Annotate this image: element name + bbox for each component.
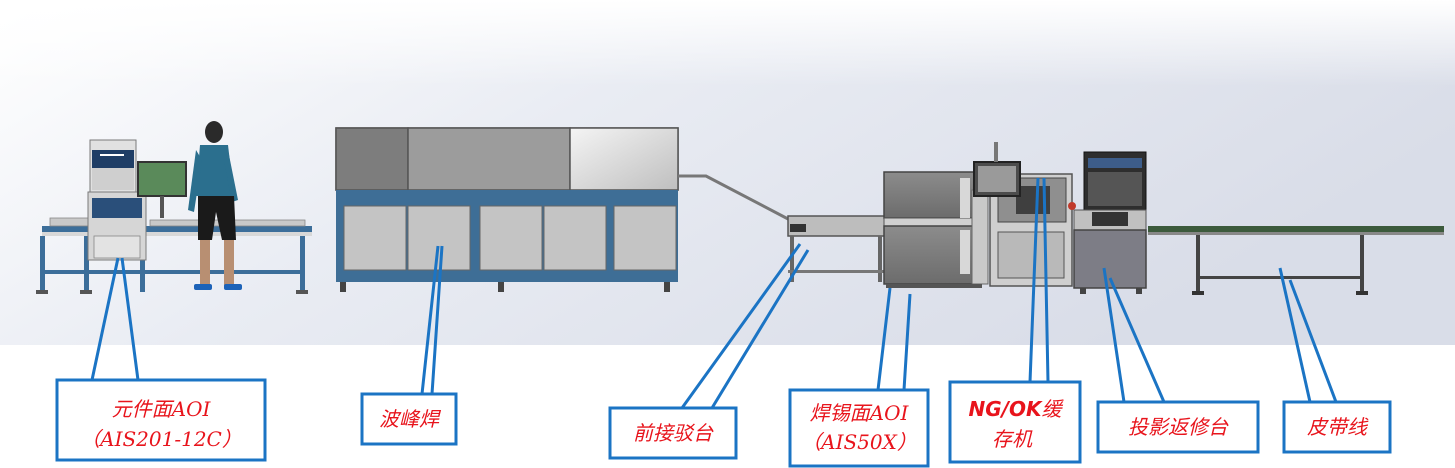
label-component-aoi-line1: 元件面AOI <box>112 397 212 421</box>
wave-solder-machine <box>335 127 791 292</box>
label-ng-ok-buffer-line1: NG/OK缓 <box>969 397 1065 421</box>
label-solder-aoi-line2: （AIS50X） <box>801 430 917 454</box>
label-repair-station: 投影返修台 <box>1096 400 1260 454</box>
label-ng-ok-buffer-line2: 存机 <box>992 427 1033 451</box>
label-ng-ok-text: NG/OK <box>969 397 1043 421</box>
label-wave-solder: 波峰焊 <box>360 392 458 446</box>
label-ng-ok-buffer: NG/OK缓 存机 <box>948 380 1082 464</box>
label-belt-line: 皮带线 <box>1282 400 1392 454</box>
label-wave-solder-line1: 波峰焊 <box>379 407 442 431</box>
label-component-aoi-line2: （AIS201-12C） <box>80 427 242 451</box>
label-component-aoi: 元件面AOI （AIS201-12C） <box>55 378 267 462</box>
repair-station-machine <box>1073 151 1147 294</box>
belt-line-machine <box>1148 226 1444 295</box>
component-aoi-machine <box>36 121 312 294</box>
background-top-fade <box>0 0 1455 345</box>
solder-aoi-machine <box>883 171 989 288</box>
label-front-conveyor: 前接驳台 <box>608 406 738 460</box>
label-front-conveyor-line1: 前接驳台 <box>633 421 714 445</box>
label-buffer-char: 缓 <box>1041 397 1064 421</box>
label-solder-aoi: 焊锡面AOI （AIS50X） <box>788 388 930 468</box>
ng-ok-buffer-machine <box>973 142 1076 287</box>
label-solder-aoi-line1: 焊锡面AOI <box>810 401 910 425</box>
front-conveyor-machine <box>787 215 887 282</box>
operator-figure <box>188 121 242 290</box>
label-belt-line-line1: 皮带线 <box>1307 415 1369 439</box>
label-repair-station-line1: 投影返修台 <box>1128 415 1229 439</box>
